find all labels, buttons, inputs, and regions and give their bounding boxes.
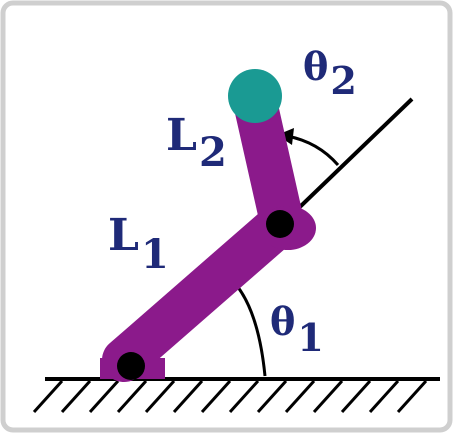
end-effector-disc [228, 69, 282, 123]
ground-hatch-line [368, 379, 400, 414]
ground-hatch-line [256, 379, 288, 414]
link1-label: L1 [108, 210, 169, 278]
ground-hatch-line [60, 379, 92, 414]
ground-hatch-line [284, 379, 316, 414]
ground-hatch [32, 379, 428, 414]
ground-hatch-line [200, 379, 232, 414]
ground-hatch-line [144, 379, 176, 414]
angle2-label: θ2 [303, 44, 357, 103]
angle2-arrowhead [277, 128, 294, 145]
ground-hatch-line [340, 379, 372, 414]
angle1-label: θ1 [270, 299, 324, 360]
ground-hatch-line [228, 379, 260, 414]
ground-hatch-line [172, 379, 204, 414]
base-joint [117, 352, 145, 380]
ground-hatch-line [32, 379, 64, 414]
link2-label: L2 [166, 110, 227, 176]
ground-hatch-line [312, 379, 344, 414]
ground-hatch-line [88, 379, 120, 414]
ground-hatch-line [396, 379, 428, 414]
ground-hatch-line [116, 379, 148, 414]
elbow-joint [266, 210, 294, 238]
